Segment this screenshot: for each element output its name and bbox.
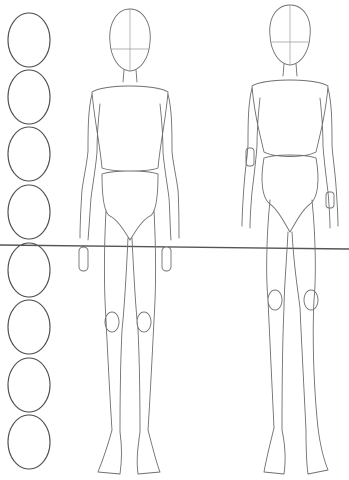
figure-left-left-foot bbox=[98, 430, 122, 474]
head-unit-oval-3 bbox=[8, 127, 50, 181]
figure-left-right-leg bbox=[132, 210, 156, 432]
figure-left-head bbox=[110, 9, 151, 71]
figure-right-pelvis bbox=[262, 155, 318, 232]
figure-left-left-arm bbox=[80, 94, 92, 238]
figure-left-neck bbox=[123, 70, 137, 82]
figure-right-right-arm bbox=[328, 88, 338, 226]
figure-right-left-arm-inner bbox=[250, 98, 260, 228]
midpoint-guide-line bbox=[0, 245, 349, 249]
figure-right-left-leg bbox=[267, 200, 288, 430]
figure-left bbox=[79, 9, 179, 474]
figure-left-left-arm-inner bbox=[88, 104, 100, 240]
figure-right-right-arm-inner bbox=[320, 98, 330, 228]
figure-right-left-foot bbox=[264, 428, 285, 474]
figure-right-right-foot bbox=[306, 428, 328, 474]
figure-right-torso bbox=[252, 80, 328, 157]
head-unit-oval-6 bbox=[8, 300, 50, 354]
figure-left-right-hand bbox=[162, 247, 171, 271]
figure-right-right-leg bbox=[292, 200, 318, 430]
figure-left-pelvis bbox=[102, 171, 158, 240]
figure-right bbox=[242, 5, 338, 474]
head-scale-column bbox=[8, 13, 50, 469]
figure-left-right-knee bbox=[137, 312, 151, 332]
figure-left-right-foot bbox=[137, 430, 160, 474]
figure-left-torso bbox=[92, 86, 168, 171]
figure-left-left-hand bbox=[79, 247, 88, 271]
head-unit-oval-1 bbox=[8, 13, 50, 67]
head-unit-oval-2 bbox=[8, 70, 50, 124]
figure-right-right-hand bbox=[326, 192, 334, 208]
figure-left-right-arm-inner bbox=[160, 104, 171, 240]
figure-right-right-knee bbox=[304, 290, 318, 310]
figure-left-left-knee bbox=[105, 312, 119, 332]
head-unit-oval-7 bbox=[8, 358, 50, 412]
figure-right-left-arm bbox=[242, 88, 252, 226]
figure-right-left-knee bbox=[268, 290, 282, 310]
head-unit-oval-5 bbox=[8, 243, 50, 297]
head-unit-oval-8 bbox=[8, 415, 50, 469]
figure-right-head bbox=[270, 5, 311, 65]
head-unit-oval-4 bbox=[8, 185, 50, 239]
figure-left-left-leg bbox=[105, 210, 129, 432]
figure-right-neck bbox=[283, 64, 297, 76]
